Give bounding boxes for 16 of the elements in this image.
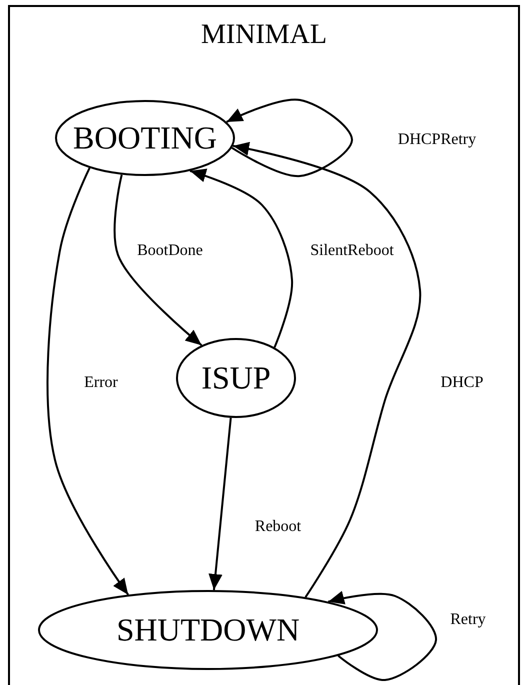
state-name: SHUTDOWN <box>116 612 300 648</box>
arrow <box>46 168 129 596</box>
cluster-title: MINIMAL <box>201 19 327 51</box>
arrow <box>208 418 232 590</box>
edge-label: Retry <box>448 611 488 629</box>
arrow <box>328 590 437 681</box>
state-ellipse <box>176 338 296 418</box>
state-ellipse <box>55 100 235 176</box>
arrow <box>114 174 202 346</box>
arrow <box>190 168 293 348</box>
arrow <box>232 142 422 598</box>
state-name: ISUP <box>201 360 271 396</box>
state-name: BOOTING <box>73 120 217 156</box>
edge-label: DHCPRetry <box>396 131 478 149</box>
arrow <box>226 98 353 177</box>
state-ellipse <box>38 590 378 670</box>
